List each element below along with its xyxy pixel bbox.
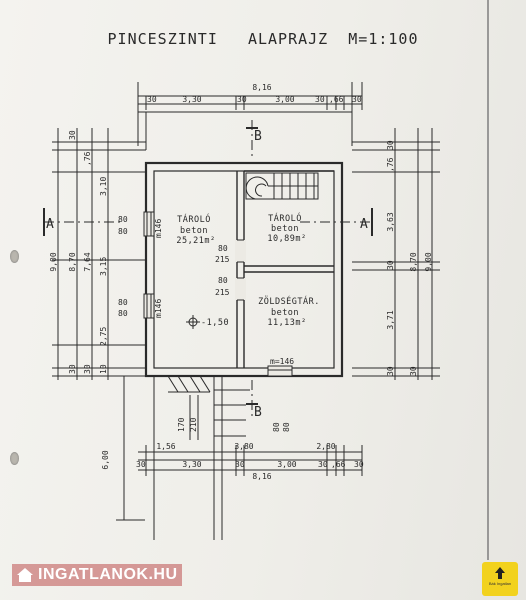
badge-text: Bák Ingatlan — [488, 581, 512, 586]
room-floor: beton — [271, 308, 299, 318]
top-dim-seg: ,66 — [329, 95, 344, 104]
door-label: 80 — [218, 276, 228, 285]
bottom-dim-seg: ,66 — [331, 460, 346, 469]
section-mark-b: B — [254, 129, 262, 144]
section-mark-a: A — [360, 217, 368, 232]
window-tag: m146 — [154, 299, 163, 318]
bottom-dim-seg: 30 — [318, 460, 328, 469]
watermark: INGATLANOK.HU — [12, 564, 182, 586]
watermark-text: INGATLANOK.HU — [38, 566, 178, 583]
punch-hole — [10, 250, 19, 263]
right-bottom-dim: 30 — [409, 366, 418, 376]
bottom-total-dim: 8,16 — [252, 472, 271, 481]
left-mid-dim: 3,15 — [99, 257, 108, 276]
right-col2-dim: 8,70 — [409, 252, 418, 271]
room-name: ZÖLDSÉGTÁR. — [258, 295, 320, 307]
left-bottom-dim: 10 — [99, 364, 108, 374]
window-label: 80 — [118, 215, 128, 224]
arrow-up-icon — [495, 567, 505, 579]
window-label: 80 — [118, 298, 128, 307]
bottom-dim-seg: 30 — [235, 460, 245, 469]
left-col3-dim: 7,64 — [83, 252, 92, 271]
window-tag: m=146 — [270, 357, 294, 366]
left-top-dim: 3,10 — [99, 177, 108, 196]
room-area: 25,21m² — [176, 236, 215, 246]
left-top-dim: 30 — [68, 130, 77, 140]
stair-label: 170 — [177, 417, 186, 432]
top-dim-seg: 30 — [352, 95, 362, 104]
bottom-dim-seg: 30 — [136, 460, 146, 469]
section-mark-b: B — [254, 405, 262, 420]
stair-dim: 6,00 — [101, 450, 110, 469]
door-label: 80 — [272, 422, 281, 432]
window-label: 80 — [118, 227, 128, 236]
agency-badge: Bák Ingatlan — [482, 562, 518, 596]
window-tag: m146 — [154, 219, 163, 238]
top-dim-seg: 30 — [237, 95, 247, 104]
left-bottom-dim: 30 — [68, 364, 77, 374]
room-floor: beton — [271, 224, 299, 234]
room-name: TÁROLÓ — [268, 212, 302, 224]
right-bottom-dim: 30 — [386, 366, 395, 376]
top-dim-seg: 3,00 — [275, 95, 294, 104]
right-mid-dim: 3,71 — [386, 310, 395, 329]
left-bottom-dim: 30 — [83, 364, 92, 374]
house-icon — [17, 568, 33, 582]
bottom-upper-dim: 1,56 — [156, 442, 175, 451]
left-outer-dim: 9,00 — [49, 252, 58, 271]
left-low-dim: 2,75 — [99, 327, 108, 346]
top-dim-seg: 30 — [147, 95, 157, 104]
right-outer-dim: 9,00 — [424, 252, 433, 271]
door-label: 80 — [218, 244, 228, 253]
left-top-dim: ,76 — [83, 151, 92, 166]
section-mark-a: A — [46, 217, 54, 232]
bottom-dim-seg: 30 — [354, 460, 364, 469]
left-col2-dim: 8,70 — [68, 252, 77, 271]
top-dim-seg: 30 — [315, 95, 325, 104]
right-top-dim: 30 — [386, 140, 395, 150]
room-name: TÁROLÓ — [177, 213, 211, 225]
window-label: 80 — [118, 309, 128, 318]
door-label: 215 — [215, 255, 230, 264]
bottom-dim-seg: 3,30 — [182, 460, 201, 469]
room-floor: beton — [180, 226, 208, 236]
stair-label: 210 — [189, 417, 198, 432]
right-mid-dim: 3,63 — [386, 212, 395, 231]
level-mark: -1,50 — [201, 318, 229, 328]
punch-hole — [10, 452, 19, 465]
door-label: 80 — [282, 422, 291, 432]
bottom-dim-seg: 3,00 — [277, 460, 296, 469]
door-label: 215 — [215, 288, 230, 297]
right-top-dim: ,76 — [386, 157, 395, 172]
bottom-upper-dim: 2,80 — [316, 442, 335, 451]
bottom-upper-dim: 3,80 — [234, 442, 253, 451]
room-area: 11,13m² — [267, 318, 306, 328]
top-dim-seg: 3,30 — [182, 95, 201, 104]
top-total-dim: 8,16 — [252, 83, 271, 92]
drawing-title: PINCESZINTI ALAPRAJZ M=1:100 — [107, 30, 419, 48]
room-area: 10,89m² — [267, 234, 306, 244]
right-mid-dim: 30 — [386, 260, 395, 270]
